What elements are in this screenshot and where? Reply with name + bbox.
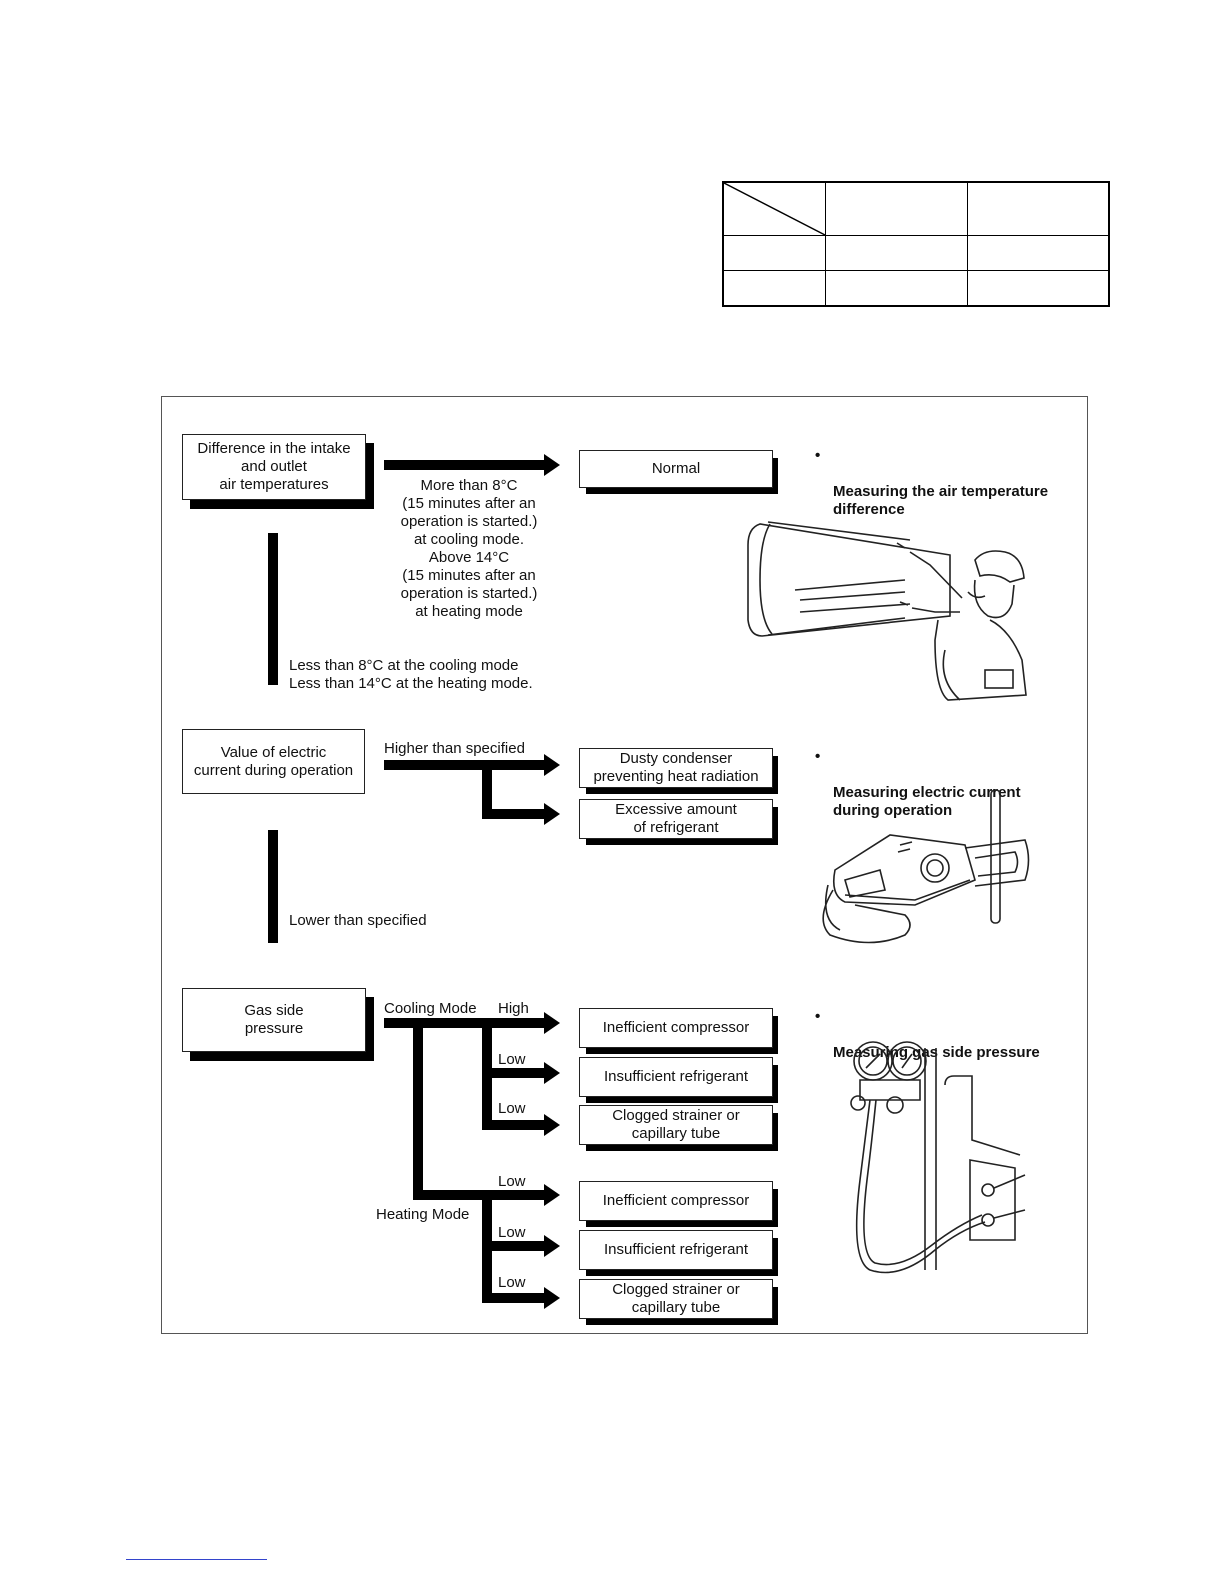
measure-temperature-note: • Measuring the air temperature differen… (815, 447, 1049, 518)
box-label: Value of electric current during operati… (193, 743, 354, 779)
box-label: Gas side pressure (244, 1002, 304, 1037)
higher-than-specified-label: Higher than specified (384, 740, 525, 757)
box-label: Inefficient compressor (602, 1192, 750, 1209)
flow-down-bar (268, 533, 278, 685)
box-label: Clogged strainer or capillary tube (612, 1107, 740, 1142)
check-electric-current-box: Value of electric current during operati… (182, 729, 365, 794)
result-dusty-condenser-box: Dusty condenser preventing heat radiatio… (579, 748, 773, 788)
box-label: Insufficient refrigerant (604, 1241, 748, 1258)
box-label: Normal (651, 460, 701, 477)
box-label: Excessive amount of refrigerant (615, 801, 737, 836)
box-label: Difference in the intake and outlet air … (197, 440, 351, 493)
measure-current-note: • Measuring electric current during oper… (815, 748, 1021, 819)
flow-down-bar (268, 830, 278, 943)
measure-gas-pressure-note: • Measuring gas side pressure (815, 1008, 1040, 1061)
result-excess-refrigerant-box: Excessive amount of refrigerant (579, 799, 773, 839)
pressure-level-label: Low (498, 1224, 526, 1241)
heating-mode-label: Heating Mode (376, 1206, 470, 1223)
blank-data-table (722, 181, 1110, 307)
table-divider (724, 235, 1108, 236)
result-inefficient-compressor-box: Inefficient compressor (579, 1008, 773, 1048)
result-clogged-strainer-box: Clogged strainer or capillary tube (579, 1279, 773, 1319)
result-insufficient-refrigerant-box: Insufficient refrigerant (579, 1057, 773, 1097)
check-gas-pressure-box: Gas side pressure (182, 988, 366, 1052)
cooling-mode-label: Cooling Mode (384, 1000, 477, 1017)
normal-condition-text: More than 8°C (15 minutes after an opera… (400, 477, 538, 620)
box-label: Dusty condenser preventing heat radiatio… (593, 750, 759, 785)
pressure-level-label: Low (498, 1274, 526, 1291)
box-label: Clogged strainer or capillary tube (612, 1281, 740, 1316)
result-normal-box: Normal (579, 450, 773, 488)
result-insufficient-refrigerant-box: Insufficient refrigerant (579, 1230, 773, 1270)
table-divider (825, 183, 826, 305)
box-label: Insufficient refrigerant (604, 1068, 748, 1085)
low-difference-condition-text: Less than 8°C at the cooling mode Less t… (289, 657, 533, 692)
table-diagonal (723, 182, 826, 236)
lower-than-specified-label: Lower than specified (289, 912, 427, 929)
table-divider (724, 270, 1108, 271)
box-label: Inefficient compressor (602, 1019, 750, 1036)
pressure-level-label: High (498, 1000, 529, 1017)
result-inefficient-compressor-box: Inefficient compressor (579, 1181, 773, 1221)
pressure-level-label: Low (498, 1173, 526, 1190)
result-clogged-strainer-box: Clogged strainer or capillary tube (579, 1105, 773, 1145)
check-temperature-difference-box: Difference in the intake and outlet air … (182, 434, 366, 500)
diagnosis-flowchart-frame (161, 396, 1088, 1334)
table-divider (967, 183, 968, 305)
pressure-level-label: Low (498, 1100, 526, 1117)
pressure-level-label: Low (498, 1051, 526, 1068)
footer-rule (126, 1559, 267, 1560)
